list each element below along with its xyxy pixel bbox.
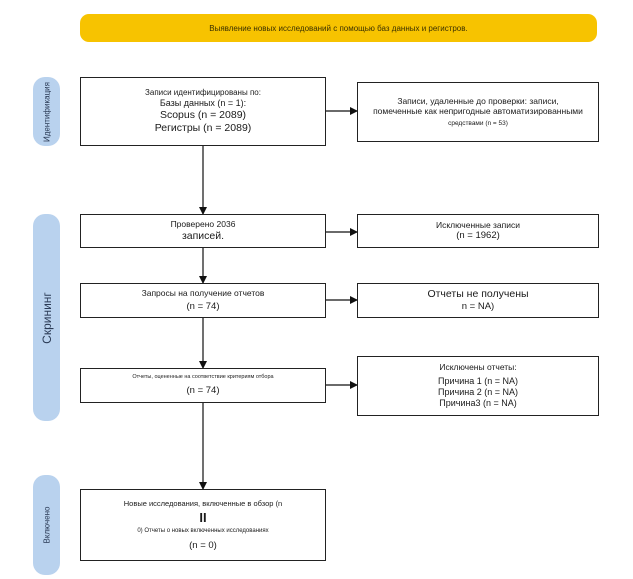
reports-assessed-line2: (n = 74) [186,385,220,396]
box-reports-assessed: Отчеты, оцененные на соответствие критер… [80,368,326,403]
records-identified-line3: Scopus (n = 2089) [159,109,247,121]
records-identified-line2: Базы данных (n = 1): [159,97,247,108]
studies-included-line2: II [199,509,207,525]
records-removed-line1: Записи, удаленные до проверки: записи, [397,95,559,106]
reports-not-retrieved-line1: Отчеты не получены [427,288,529,300]
reports-excluded-reason3: Причина3 (n = NA) [439,398,517,409]
studies-included-line1: Новые исследования, включенные в обзор (… [123,498,283,508]
reports-sought-line1: Запросы на получение отчетов [141,287,265,298]
records-excluded-line1: Исключенные записи [435,219,521,230]
records-identified-line1: Записи идентифицированы по: [145,87,261,97]
box-studies-included: Новые исследования, включенные в обзор (… [80,489,326,561]
reports-excluded-title: Исключены отчеты: [439,362,517,373]
reports-excluded-reason2: Причина 2 (n = NA) [438,387,518,398]
reports-sought-line2: (n = 74) [186,301,220,313]
studies-included-line4: (n = 0) [189,539,217,551]
studies-included-line3: 0) Отчеты о новых включенных исследовани… [137,528,269,535]
records-removed-line3: средствами (n = 53) [448,120,508,128]
box-records-removed: Записи, удаленные до проверки: записи, п… [357,82,599,142]
phase-screening: Скрининг [33,214,60,421]
reports-assessed-line1: Отчеты, оцененные на соответствие критер… [132,374,274,381]
records-excluded-line2: (n = 1962) [456,230,500,242]
box-reports-sought: Запросы на получение отчетов (n = 74) [80,283,326,318]
records-identified-line4: Регистры (n = 2089) [154,122,252,135]
records-screened-line1: Проверено 2036 [170,219,236,230]
records-removed-line2: помеченные как непригодные автоматизиров… [373,106,583,117]
box-records-excluded: Исключенные записи (n = 1962) [357,214,599,248]
box-records-screened: Проверено 2036 записей. [80,214,326,248]
records-screened-line2: записей. [181,229,225,242]
reports-not-retrieved-line2: n = NA) [461,301,495,313]
header-banner: Выявление новых исследований с помощью б… [80,14,597,42]
box-reports-excluded: Исключены отчеты: Причина 1 (n = NA) При… [357,356,599,416]
box-reports-not-retrieved: Отчеты не получены n = NA) [357,283,599,318]
phase-identification: Идентификация [33,77,60,146]
phase-included: Включено [33,475,60,575]
box-records-identified: Записи идентифицированы по: Базы данных … [80,77,326,146]
reports-excluded-reason1: Причина 1 (n = NA) [438,375,518,386]
